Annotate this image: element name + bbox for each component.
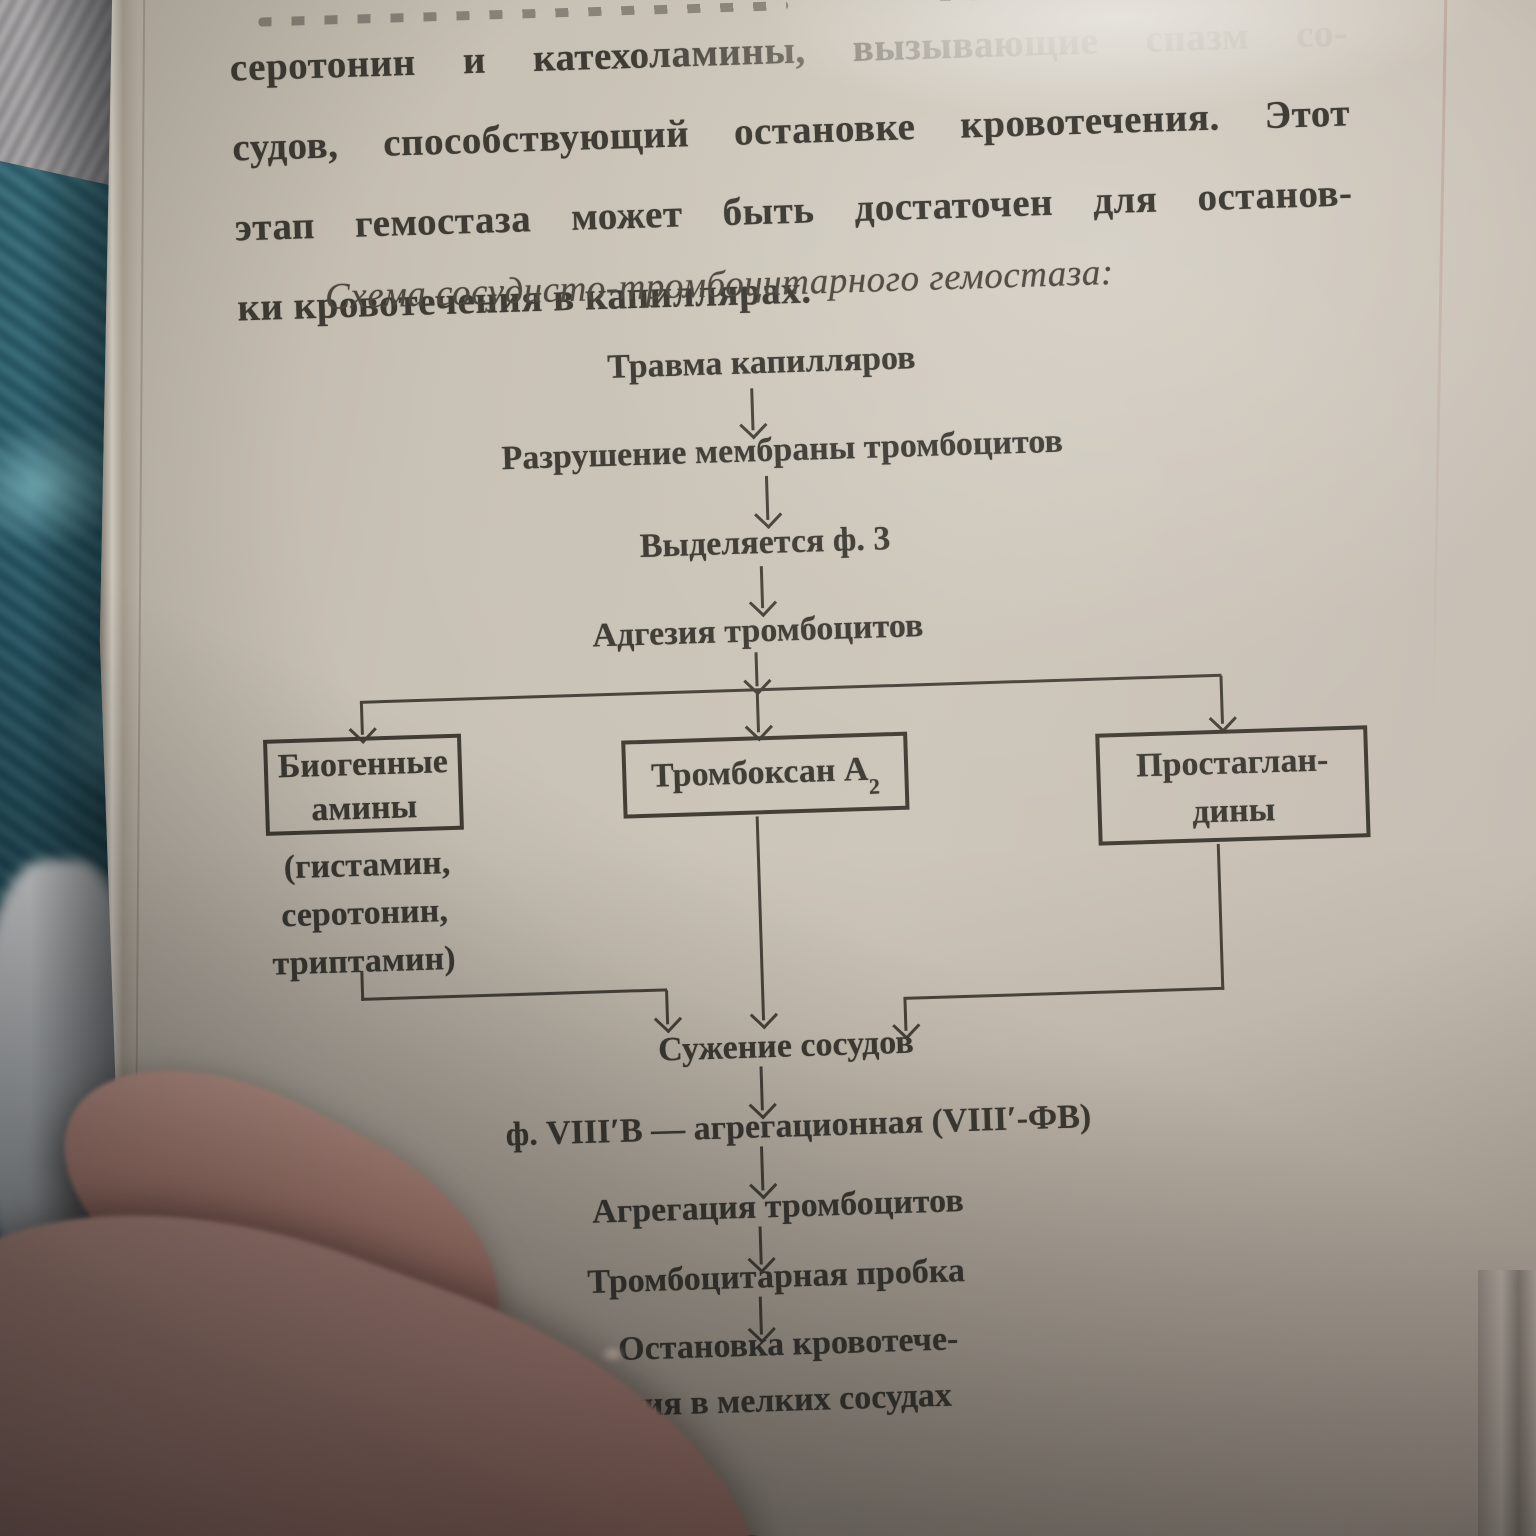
- arrow-left-to-suzhenie: [665, 990, 670, 1025]
- arrow-branch-middle: [755, 690, 761, 733]
- stem-adgeziya-branch: [754, 652, 759, 687]
- finger-highlight: [600, 1345, 626, 1363]
- node-agregatsiya: Агрегация тромбоцитов: [591, 1182, 965, 1231]
- arrow-branch-left: [359, 702, 364, 735]
- connector-right-vertical: [1216, 843, 1225, 990]
- node-probka: Тромбоцитарная пробка: [586, 1252, 966, 1301]
- node-adgeziya: Адгезия тромбоцитов: [591, 607, 924, 655]
- box-tromboksan-label: Тромбоксан А: [650, 750, 869, 795]
- branch-line: [359, 673, 1222, 704]
- overexposure-highlight: [676, 0, 1483, 163]
- node-razrushenie: Разрушение мембраны тромбоцитов: [500, 422, 1064, 478]
- node-vydelyaetsya: Выделяется ф. 3: [639, 520, 891, 565]
- box-prostaglandiny-line1: Простаглан-: [1135, 741, 1329, 785]
- box-tromboksan-subscript: 2: [868, 773, 881, 799]
- arrow-travma-razrushenie: [750, 388, 755, 431]
- book-fore-edge: [1478, 1270, 1536, 1536]
- box-prostaglandiny-line2: дины: [1191, 791, 1276, 831]
- connector-left-horizontal: [361, 988, 668, 1001]
- node-f-viii: ф. VIII′В — агрегационная (VIII′-ФВ): [505, 1098, 1092, 1154]
- arrow-fviii-agregatsiya: [760, 1146, 765, 1191]
- arrow-branch-right: [1219, 675, 1224, 724]
- arrow-suzhenie-fviii: [759, 1066, 764, 1111]
- arrow-tromboksan-to-suzhenie: [755, 816, 766, 1021]
- arrow-vydelyaetsya-adgeziya: [759, 566, 765, 609]
- node-ostanovka-line1: Остановка кровотече-: [617, 1320, 959, 1369]
- box-biogennye-line2: амины: [310, 788, 418, 829]
- box-biogennye-line1: Биогенные: [277, 743, 449, 786]
- node-suzhenie: Сужение сосудов: [657, 1023, 915, 1069]
- label-gistamin: (гистамин,: [283, 844, 451, 887]
- connector-right-horizontal: [903, 986, 1225, 1000]
- box-biogennye-aminy: Биогенные амины: [263, 733, 464, 836]
- node-ostanovka-line2: ния в мелких сосудах: [623, 1376, 953, 1424]
- arrow-razrushenie-vydelyaetsya: [764, 475, 770, 520]
- box-prostaglandiny: Простаглан- дины: [1095, 725, 1371, 846]
- box-tromboksan: Тромбоксан А2: [621, 731, 910, 819]
- label-serotonin: серотонин,: [280, 892, 449, 935]
- node-travma: Травма капилляров: [606, 339, 917, 386]
- label-triptamin: триптамин): [271, 939, 457, 983]
